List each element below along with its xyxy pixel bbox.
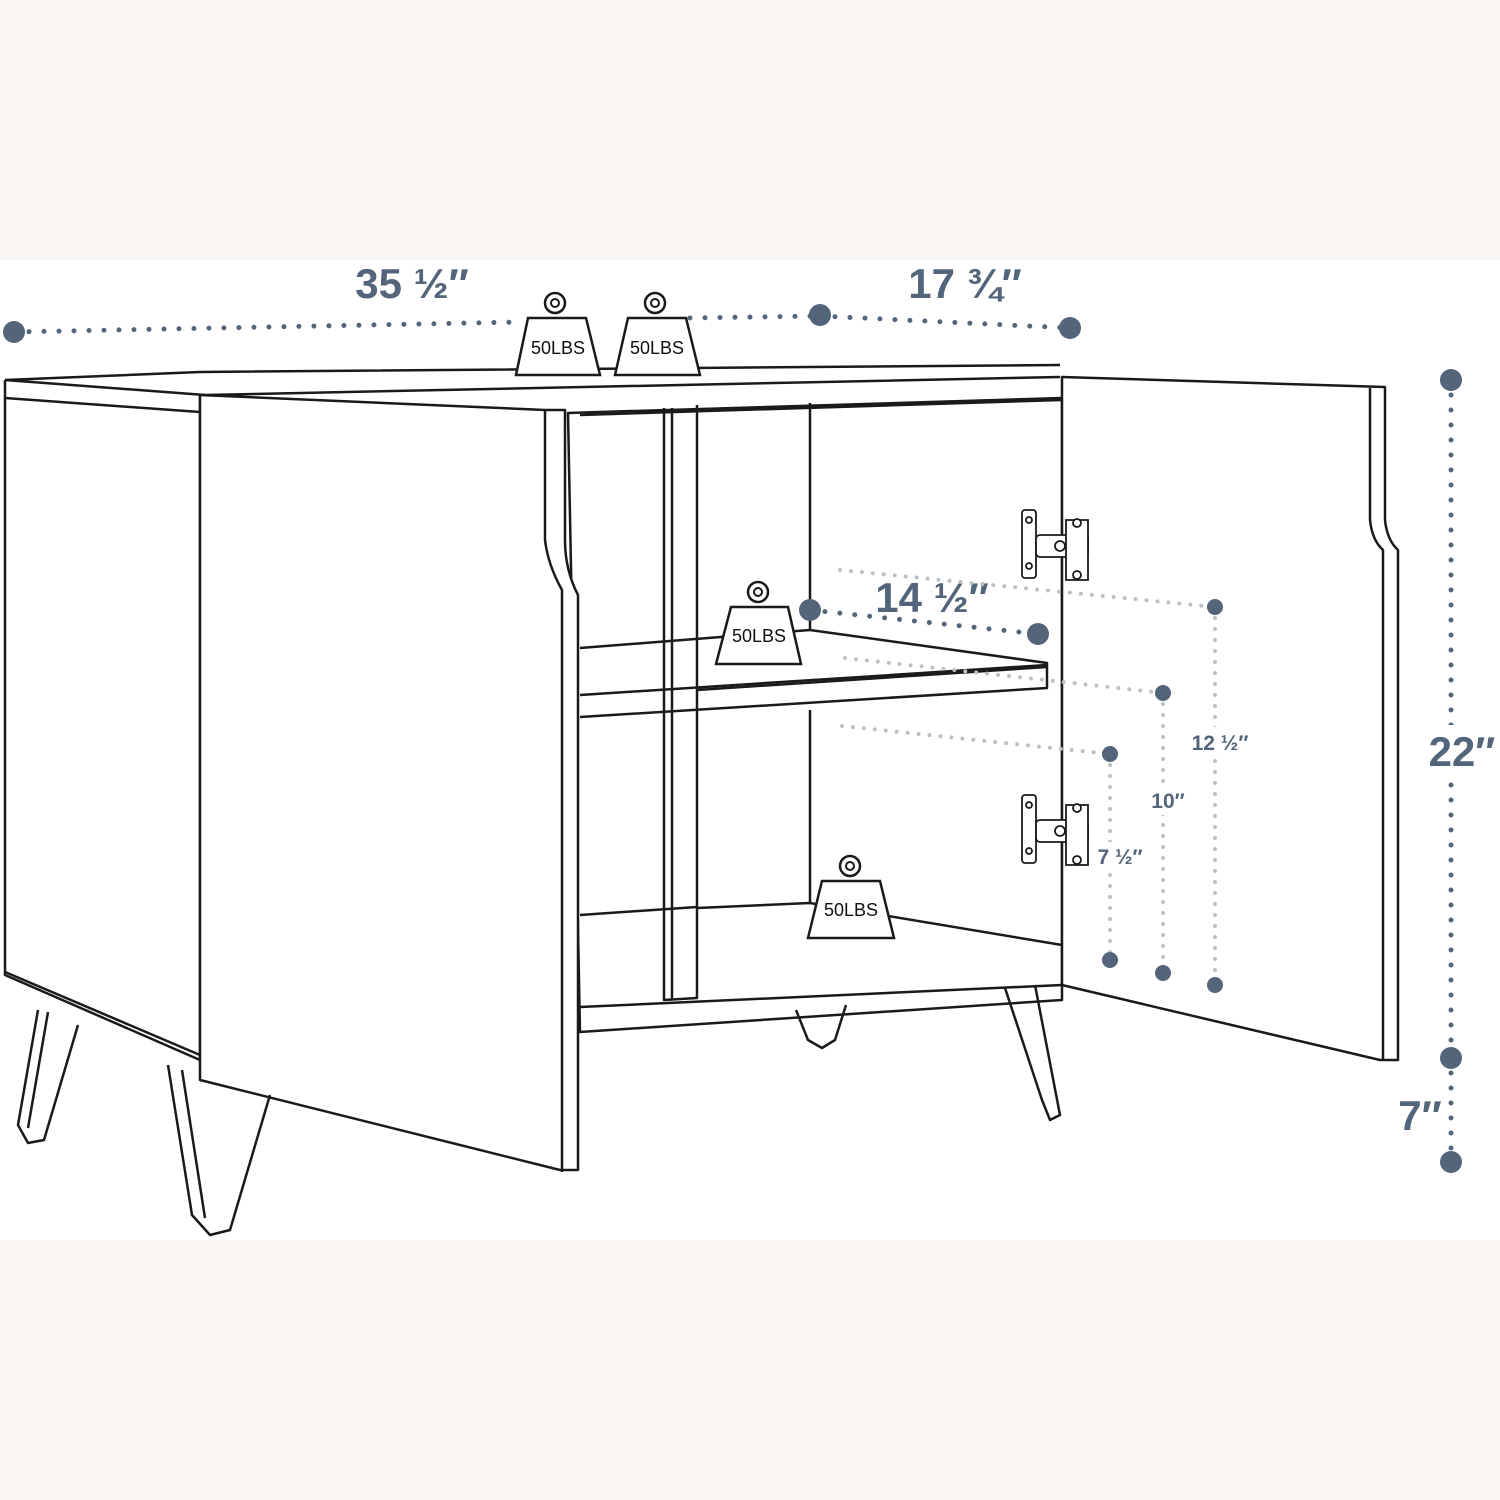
shelf-gap-small-dimension-line	[840, 724, 1118, 968]
leg-height-dimension-line	[1440, 1055, 1462, 1173]
weight-label: 50LBS	[630, 338, 684, 358]
shelf-gap-large-label: 12 ½″	[1192, 732, 1249, 755]
weight-top-right: 50LBS	[613, 291, 702, 377]
dimension-endpoint	[3, 321, 25, 343]
dimension-endpoint	[1440, 369, 1462, 391]
weight-bottom: 50LBS	[806, 854, 896, 940]
dimension-endpoint	[1027, 623, 1049, 645]
right-door	[1060, 375, 1400, 1062]
width-depth-dimension-line	[3, 304, 1081, 343]
depth-label: 17 ¾″	[908, 260, 1022, 307]
dimension-endpoint	[1102, 746, 1118, 762]
hinge-top	[1021, 509, 1089, 581]
weight-label: 50LBS	[531, 338, 585, 358]
height-dimension-line	[1440, 369, 1462, 1069]
inner-depth-dimension-line	[799, 599, 1049, 645]
dimension-endpoint	[799, 599, 821, 621]
shelf-gap-small-label: 7 ½″	[1097, 846, 1142, 869]
width-label: 35 ½″	[355, 260, 469, 307]
leg-height-label: 7″	[1398, 1092, 1441, 1139]
weight-label: 50LBS	[824, 900, 878, 920]
dimension-endpoint	[1155, 965, 1171, 981]
dimension-endpoint	[1102, 952, 1118, 968]
cabinet-dimension-diagram: 50LBS 50LBS 50LBS 50LBS 35 ½″ 17 ¾″ 14 ½…	[0, 260, 1500, 1240]
dimension-endpoint	[1155, 685, 1171, 701]
height-label: 22″	[1429, 728, 1496, 775]
weight-shelf: 50LBS	[714, 580, 803, 666]
shelf-gap-medium-label: 10″	[1151, 790, 1184, 813]
weight-top-left: 50LBS	[514, 291, 602, 377]
left-door	[198, 393, 580, 1172]
hairpin-legs	[16, 984, 1062, 1237]
shelf-gap-medium-dimension-line	[843, 656, 1171, 981]
dimension-endpoint	[1440, 1151, 1462, 1173]
cabinet-outline	[3, 363, 1064, 1062]
dimension-endpoint	[1059, 317, 1081, 339]
shelf-gap-large-dimension-line	[838, 568, 1223, 993]
dimension-endpoint	[1207, 599, 1223, 615]
weight-label: 50LBS	[732, 626, 786, 646]
dimension-endpoint	[809, 304, 831, 326]
hinge-bottom	[1021, 794, 1089, 866]
dimension-endpoint	[1207, 977, 1223, 993]
